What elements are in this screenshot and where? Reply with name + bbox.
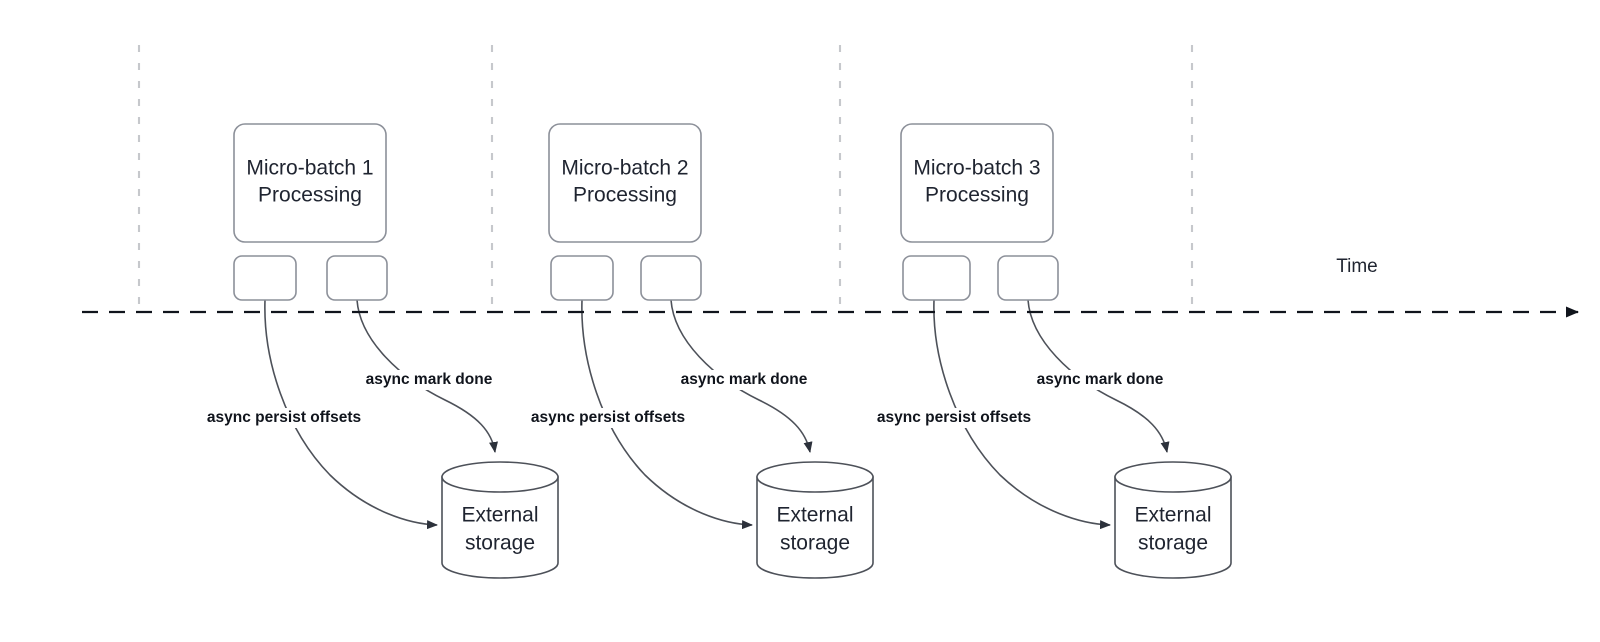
external-storage-3-label-line1: External <box>1134 504 1211 527</box>
async-persist-offsets-2-label: async persist offsets <box>531 409 685 426</box>
external-storage-1-top-ellipse <box>441 461 559 493</box>
external-storage-2[interactable]: External storage <box>756 461 874 579</box>
offset-task-box-1a[interactable] <box>233 255 297 301</box>
done-task-box-1b[interactable] <box>326 255 388 301</box>
time-axis-label: Time <box>1336 256 1378 277</box>
micro-batch-3-box[interactable] <box>900 123 1054 243</box>
async-persist-offsets-1-label-bg <box>195 408 373 428</box>
external-storage-2-body <box>756 476 874 579</box>
external-storage-1-body <box>441 476 559 579</box>
micro-batch-3-label-line1: Micro-batch 3 <box>913 157 1040 180</box>
axis-label-group: Time <box>1336 256 1378 277</box>
done-task-box-2b[interactable] <box>640 255 702 301</box>
micro-batch-1-node[interactable]: Micro-batch 1 Processing <box>233 123 387 243</box>
micro-batch-3-label-line2: Processing <box>925 184 1029 207</box>
async-mark-done-3-label: async mark done <box>1037 371 1164 388</box>
async-mark-done-3-curve <box>1027 299 1170 453</box>
async-persist-offsets-1-label: async persist offsets <box>207 409 361 426</box>
external-storage-2-label-line1: External <box>776 504 853 527</box>
micro-batch-1-label-line1: Micro-batch 1 <box>246 157 373 180</box>
done-task-box-3b[interactable] <box>997 255 1059 301</box>
micro-batch-3-node[interactable]: Micro-batch 3 Processing <box>900 123 1054 243</box>
external-storage-2-top-ellipse <box>756 461 874 493</box>
external-storage-1[interactable]: External storage <box>441 461 559 579</box>
external-storage-3-body <box>1114 476 1232 579</box>
flow-edge-group <box>264 299 1170 530</box>
external-storage-3[interactable]: External storage <box>1114 461 1232 579</box>
async-persist-offsets-3-label: async persist offsets <box>877 409 1031 426</box>
async-persist-offsets-2-label-bg <box>519 408 697 428</box>
external-storage-2-label-line2: storage <box>780 532 850 555</box>
async-mark-done-3-label-bg <box>1036 370 1164 390</box>
async-mark-done-1-curve <box>356 299 498 453</box>
async-mark-done-1-label: async mark done <box>366 371 493 388</box>
micro-batch-2-node[interactable]: Micro-batch 2 Processing <box>548 123 702 243</box>
async-persist-offsets-3-label-bg <box>865 408 1043 428</box>
external-storage-1-label-line1: External <box>461 504 538 527</box>
micro-batch-1-box[interactable] <box>233 123 387 243</box>
micro-batch-1-label-line2: Processing <box>258 184 362 207</box>
async-mark-done-2-label: async mark done <box>681 371 808 388</box>
offset-task-box-3a[interactable] <box>902 255 971 301</box>
async-mark-done-2-curve <box>670 299 813 453</box>
offset-task-box-2a[interactable] <box>550 255 614 301</box>
external-storage-3-label-line2: storage <box>1138 532 1208 555</box>
micro-batch-2-box[interactable] <box>548 123 702 243</box>
micro-batch-2-label-line1: Micro-batch 2 <box>561 157 688 180</box>
external-storage-3-top-ellipse <box>1114 461 1232 493</box>
async-mark-done-2-label-bg <box>680 370 808 390</box>
async-mark-done-1-label-bg <box>365 370 493 390</box>
external-storage-1-label-line2: storage <box>465 532 535 555</box>
async-persist-offsets-3-curve <box>933 299 1111 530</box>
async-persist-offsets-1-curve <box>264 299 438 530</box>
async-persist-offsets-2-curve <box>581 299 753 530</box>
micro-batch-2-label-line2: Processing <box>573 184 677 207</box>
timeline-tick-group <box>137 45 1194 312</box>
flow-edge-label-group: async persist offsets async mark done asyn… <box>195 370 1164 428</box>
